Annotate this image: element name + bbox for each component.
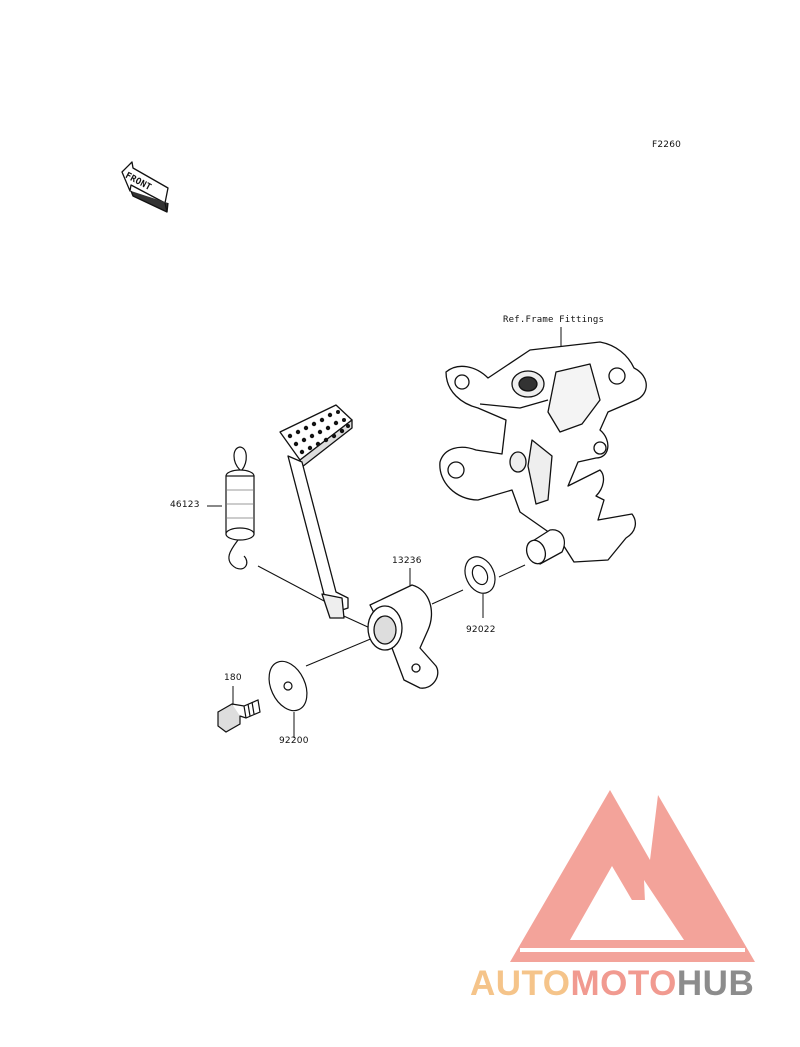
- watermark-moto: MOTO: [570, 964, 677, 1003]
- watermark-logo-icon: [510, 790, 755, 962]
- bolt-180: [217, 699, 261, 733]
- watermark-hub: HUB: [676, 964, 755, 1003]
- washer-92200: [268, 660, 308, 712]
- part-label-92022[interactable]: 92022: [466, 625, 496, 635]
- ref-frame-fittings-label: Ref.Frame Fittings: [503, 315, 605, 325]
- watermark-text: AUTOMOTOHUB: [470, 964, 754, 1004]
- part-label-13236[interactable]: 13236: [392, 556, 422, 566]
- spring-46123: [225, 446, 255, 570]
- part-label-92200[interactable]: 92200: [279, 736, 309, 746]
- brake-pedal-13236: [279, 404, 439, 689]
- frame-fitting-ref: [439, 341, 647, 565]
- washer-92022: [464, 556, 496, 594]
- watermark-auto: AUTO: [470, 964, 571, 1003]
- part-label-180[interactable]: 180: [224, 673, 242, 683]
- part-label-46123[interactable]: 46123: [170, 500, 200, 510]
- diagram-code: F2260: [652, 140, 682, 150]
- front-arrow-icon: [121, 161, 169, 213]
